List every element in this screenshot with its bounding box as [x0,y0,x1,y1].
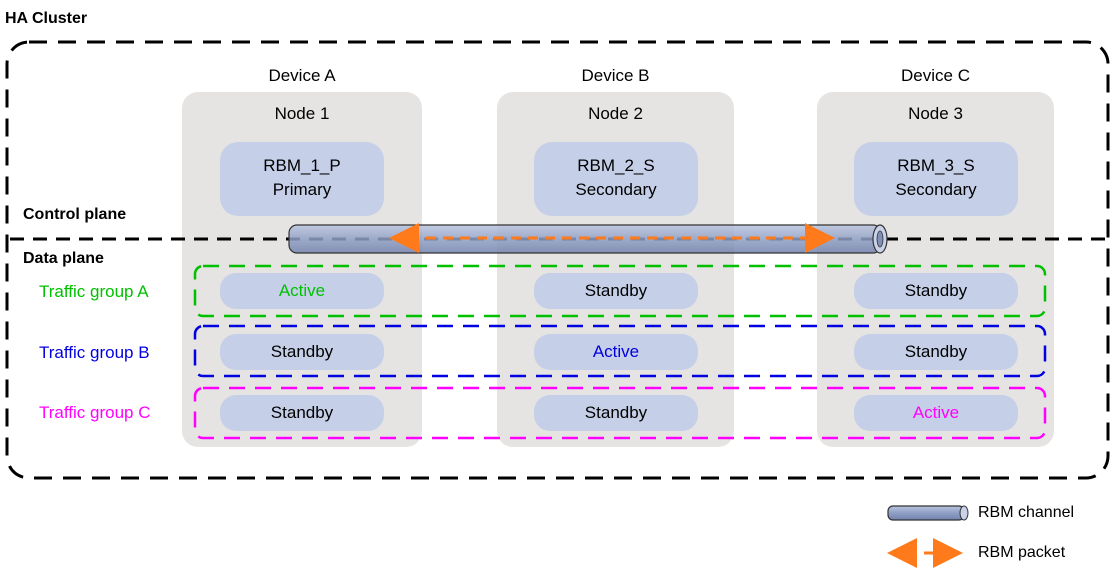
tg-a-node-3-state: Standby [854,273,1018,309]
tg-c-node-3-state: Active [854,395,1018,431]
rbm-3-box: RBM_3_S Secondary [854,142,1018,216]
rbm-1-role: Primary [272,180,332,199]
rbm-3-role: Secondary [895,180,977,199]
tg-a-node-2-state: Standby [534,273,698,309]
node-3-label: Node 3 [908,104,963,123]
tg-c-node-2-state: Standby [534,395,698,431]
device-a-label: Device A [268,66,336,85]
data-plane-label: Data plane [23,250,104,267]
traffic-group-c-label: Traffic group C [39,403,151,422]
device-b-label: Device B [581,66,650,85]
tg-b-node-2-state: Active [534,334,698,370]
tg-c-node-1-state: Standby [220,395,384,431]
traffic-group-b-label: Traffic group B [39,343,150,362]
legend-channel-label: RBM channel [978,504,1075,521]
tg-b-node-1-state: Standby [220,334,384,370]
tg-a-node-1-state: Active [220,273,384,309]
device-c-label: Device C [901,66,970,85]
rbm-2-role: Secondary [575,180,657,199]
ha-cluster-border [5,40,1110,480]
node-1-label: Node 1 [274,104,330,123]
node-2-label: Node 2 [588,104,643,123]
traffic-group-b-box [193,324,1047,378]
traffic-group-c-box [193,386,1047,440]
control-plane-label: Control plane [23,206,127,223]
legend-packet-label: RBM packet [978,544,1066,561]
traffic-group-a-label: Traffic group A [39,282,149,301]
rbm-3-name: RBM_3_S [897,156,975,175]
rbm-2-box: RBM_2_S Secondary [534,142,698,216]
legend-channel-icon [887,505,969,521]
tg-b-node-3-state: Standby [854,334,1018,370]
traffic-group-a-box [193,264,1047,318]
cluster-title: HA Cluster [5,10,88,27]
rbm-2-name: RBM_2_S [577,156,655,175]
rbm-1-box: RBM_1_P Primary [220,142,384,216]
rbm-1-name: RBM_1_P [263,156,341,175]
